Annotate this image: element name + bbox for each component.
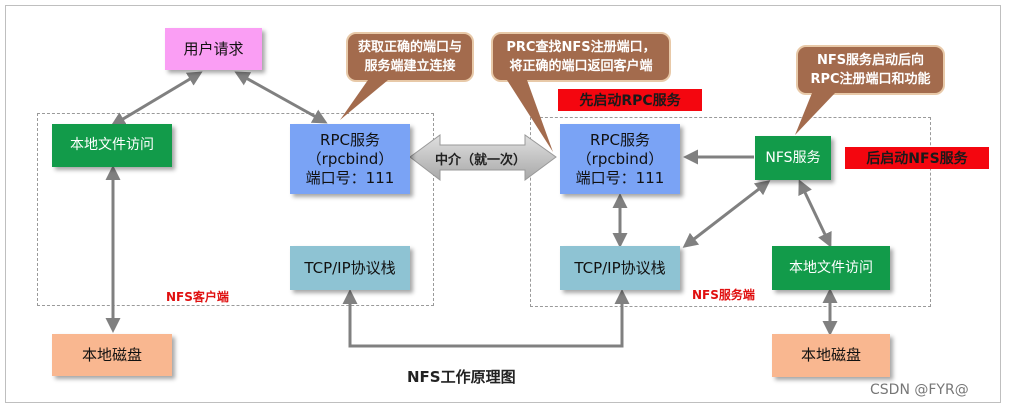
tcpip-link-line	[342, 289, 630, 348]
client-tcpip-stack-node: TCP/IP协议栈	[290, 246, 410, 290]
callout-rpc-lookup	[491, 32, 671, 152]
client-local-file-access-node: 本地文件访问	[52, 124, 172, 167]
server-rpc-service-daemon: （rpcbind）	[576, 149, 664, 168]
callout-client-port	[340, 32, 474, 120]
middle-double-arrow	[409, 134, 557, 182]
callout-nfs-register-line1: NFS服务启动后向	[816, 53, 925, 68]
callout-rpc-lookup-text: PRC查找NFS注册端口， 将正确的端口返回客户端	[492, 38, 670, 76]
callout-client-port-text: 获取正确的端口与 服务端建立连接	[347, 38, 473, 76]
server-rpc-service-node: RPC服务 （rpcbind） 端口号：111	[560, 124, 680, 194]
watermark: CSDN @FYR@	[870, 382, 969, 398]
start-rpc-first-label: 先启动RPC服务	[558, 89, 702, 111]
client-local-disk-node: 本地磁盘	[52, 334, 172, 376]
server-rpc-service-port: 端口号：111	[575, 168, 665, 187]
start-nfs-after-label: 后启动NFS服务	[845, 147, 989, 169]
nfs-server-zone	[530, 117, 931, 307]
client-rpc-service-daemon: （rpcbind）	[306, 149, 394, 168]
callout-rpc-lookup-line1: PRC查找NFS注册端口，	[506, 40, 656, 55]
arrow-user-to-rpc	[234, 71, 328, 124]
middle-arrow-label: 中介（就一次）	[435, 153, 527, 168]
nfs-service-node: NFS服务	[755, 136, 831, 180]
server-local-file-access-node: 本地文件访问	[772, 246, 890, 290]
callout-nfs-register-line2: RPC注册端口和功能	[810, 72, 931, 87]
client-rpc-service-node: RPC服务 （rpcbind） 端口号：111	[290, 124, 410, 194]
callout-client-port-line1: 获取正确的端口与	[357, 40, 462, 55]
server-local-disk-node: 本地磁盘	[772, 334, 890, 377]
callout-nfs-register-text: NFS服务启动后向 RPC注册端口和功能	[797, 51, 944, 89]
outer-frame	[5, 5, 1001, 403]
arrow-nfs-to-local-file	[798, 179, 832, 248]
callout-rpc-lookup-line2: 将正确的端口返回客户端	[509, 59, 653, 74]
client-rpc-service-name: RPC服务	[320, 130, 380, 149]
callout-client-port-line2: 服务端建立连接	[364, 59, 456, 74]
server-zone-label: NFS服务端	[692, 288, 755, 302]
server-tcpip-stack-node: TCP/IP协议栈	[560, 246, 680, 290]
arrow-user-to-local-file	[110, 71, 203, 127]
diagram-title: NFS工作原理图	[407, 368, 516, 386]
server-rpc-service-name: RPC服务	[590, 130, 650, 149]
client-rpc-service-port: 端口号：111	[305, 168, 395, 187]
client-zone-label: NFS客户端	[166, 290, 229, 304]
callout-nfs-register	[795, 45, 945, 135]
user-request-node: 用户请求	[165, 28, 262, 70]
arrow-nfs-to-tcp	[682, 180, 771, 248]
